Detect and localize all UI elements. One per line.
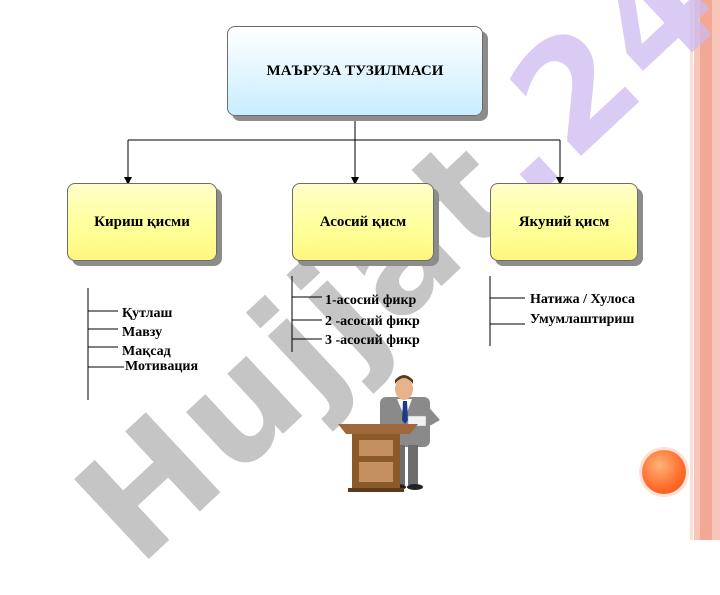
intro-item-1: Қутлаш <box>122 306 173 321</box>
orange-circle-icon <box>642 450 686 494</box>
intro-item-2: Мавзу <box>122 325 163 340</box>
intro-item-4: Мотивация <box>125 359 199 374</box>
section-label-final: Якуний қисм <box>518 213 610 230</box>
final-item-2: Умумлаштириш <box>530 312 635 327</box>
section-label-intro: Кириш қисми <box>94 213 190 230</box>
arrow-head-intro <box>124 177 132 185</box>
title-label: МАЪРУЗА ТУЗИЛМАСИ <box>266 62 444 79</box>
arrow-head-main <box>351 177 359 185</box>
title-box: МАЪРУЗА ТУЗИЛМАСИ <box>227 26 483 116</box>
speaker-at-podium-icon <box>338 375 440 492</box>
main-item-2: 2 -асосий фикр <box>325 314 420 329</box>
section-label-main: Асосий қисм <box>319 213 407 230</box>
section-box-main: Асосий қисм <box>292 183 434 261</box>
arrow-head-final <box>556 177 564 185</box>
decor-stripe-light <box>690 0 693 540</box>
intro-item-3: Мақсад <box>122 344 171 359</box>
main-item-1: 1-асосий фикр <box>325 293 417 308</box>
final-item-1: Натижа / Хулоса <box>530 292 635 307</box>
main-item-3: 3 -асосий фикр <box>325 333 420 348</box>
section-box-intro: Кириш қисми <box>67 183 217 261</box>
section-box-final: Якуний қисм <box>490 183 638 261</box>
decor-stripe-inner <box>700 0 712 540</box>
diagram-connectors <box>87 118 564 400</box>
